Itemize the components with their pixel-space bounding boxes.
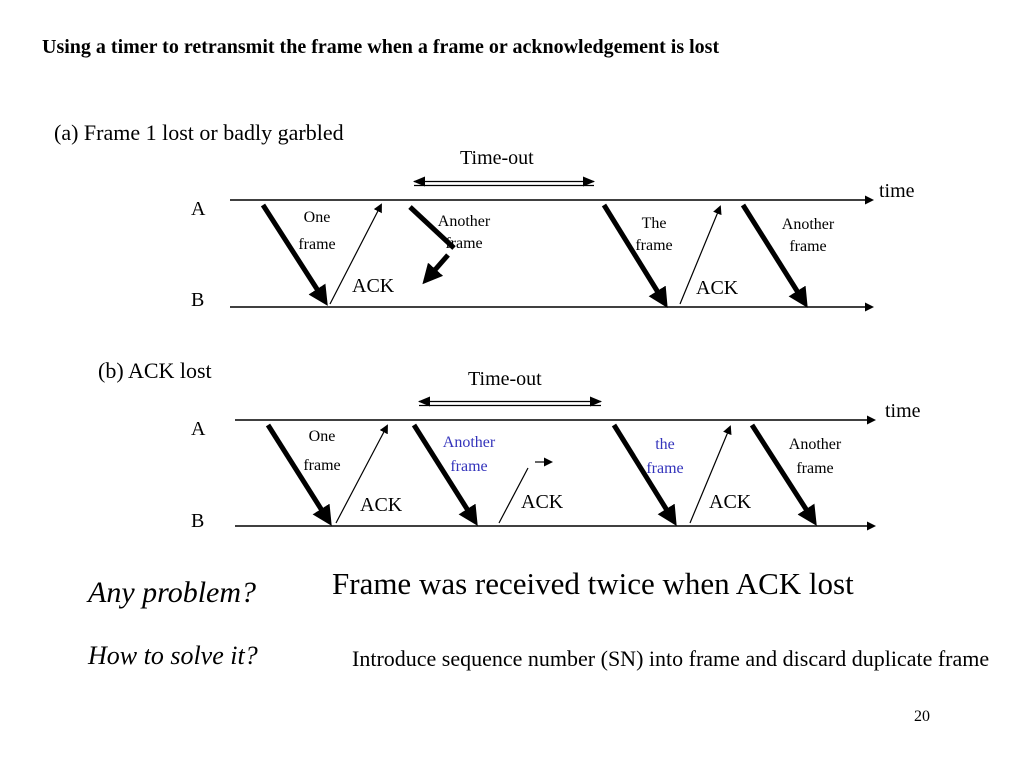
panel-a-frame2-lost-arrow xyxy=(408,205,456,250)
panel-a-frame1-line2: frame xyxy=(298,236,336,253)
panel-a-timeout-label: Time-out xyxy=(460,147,534,169)
panel-a-station-a-label: A xyxy=(191,198,206,220)
panel-b-frame3-line1: the xyxy=(655,436,675,453)
panel-b-frame3-line2: frame xyxy=(646,460,684,477)
panel-b-frame3-label: the frame xyxy=(635,433,695,481)
panel-a-frame4-label: Another frame xyxy=(770,214,846,258)
panel-a-frame3-line2: frame xyxy=(635,237,673,254)
panel-a-frame4-line2: frame xyxy=(789,238,827,255)
question-any-problem: Any problem? xyxy=(88,576,257,609)
page-number: 20 xyxy=(914,708,930,725)
panel-a-station-b-label: B xyxy=(191,289,205,311)
panel-a-frame4-arrow xyxy=(740,203,808,308)
panel-a-time-label: time xyxy=(879,180,915,202)
panel-b-frame2-line2: frame xyxy=(450,458,488,475)
panel-b-frame4-label: Another frame xyxy=(777,433,853,481)
panel-a-frame3-arrow xyxy=(601,203,668,308)
panel-a-frame1-line1: One xyxy=(303,209,331,226)
panel-a-ack2-label: ACK xyxy=(696,277,739,299)
panel-b-station-b-label: B xyxy=(191,510,205,532)
panel-b-timeout-arrow xyxy=(418,396,602,407)
panel-b-diagram xyxy=(235,396,876,531)
panel-b-ack3-arrow xyxy=(689,425,732,524)
panel-b-frame4-arrow xyxy=(749,423,817,526)
panel-a-frame1-arrow xyxy=(260,203,328,306)
panel-b-ack2-label: ACK xyxy=(521,491,564,513)
panel-b-station-a-label: A xyxy=(191,418,206,440)
panel-b-frame2-label: Another frame xyxy=(431,431,507,479)
panel-b-frame1-line1: One xyxy=(308,428,336,445)
panel-a-frame3-line1: The xyxy=(641,215,667,232)
panel-a-frame3-label: The frame xyxy=(624,213,684,257)
panel-a-timeout-arrow xyxy=(413,176,595,187)
panel-b-timeout-label: Time-out xyxy=(468,368,542,390)
panel-b-ack1-arrow xyxy=(335,424,388,524)
panel-b-frame1-arrow xyxy=(265,423,332,526)
panel-b-time-label: time xyxy=(885,400,921,422)
panel-b-frame2-line1: Another xyxy=(442,434,496,451)
panel-b-frame3-arrow xyxy=(611,423,677,526)
answer-sequence-number: Introduce sequence number (SN) into fram… xyxy=(352,646,990,671)
panel-a-ack1-arrow xyxy=(329,203,382,305)
question-how-to-solve: How to solve it? xyxy=(88,641,258,670)
panel-a-label: (a) Frame 1 lost or badly garbled xyxy=(54,120,344,145)
panel-a-frame4-line1: Another xyxy=(781,216,835,233)
panel-a-frame2-label: Another frame xyxy=(426,211,502,255)
panel-a-frame2-lost-tail xyxy=(422,253,450,285)
panel-b-ack1-label: ACK xyxy=(360,494,403,516)
answer-received-twice: Frame was received twice when ACK lost xyxy=(332,566,854,601)
panel-a-frame2-line1: Another xyxy=(437,213,491,230)
panel-b-ack2-lost-arrow xyxy=(498,467,529,524)
panel-b-frame4-line1: Another xyxy=(788,436,842,453)
panel-b-frame4-line2: frame xyxy=(796,460,834,477)
panel-b-label: (b) ACK lost xyxy=(98,358,212,383)
panel-b-frame1-label: One frame xyxy=(292,422,352,480)
panel-b-frame2-arrow xyxy=(411,423,478,526)
panel-a-ack2-arrow xyxy=(679,205,722,305)
slide-title: Using a timer to retransmit the frame wh… xyxy=(42,36,720,58)
panel-a-diagram xyxy=(230,176,874,312)
panel-a-frame2-line2: frame xyxy=(445,235,483,252)
panel-a-ack1-label: ACK xyxy=(352,275,395,297)
panel-b-frame1-line2: frame xyxy=(303,457,341,474)
panel-a-frame1-label: One frame xyxy=(287,204,347,258)
panel-b-ack3-label: ACK xyxy=(709,491,752,513)
